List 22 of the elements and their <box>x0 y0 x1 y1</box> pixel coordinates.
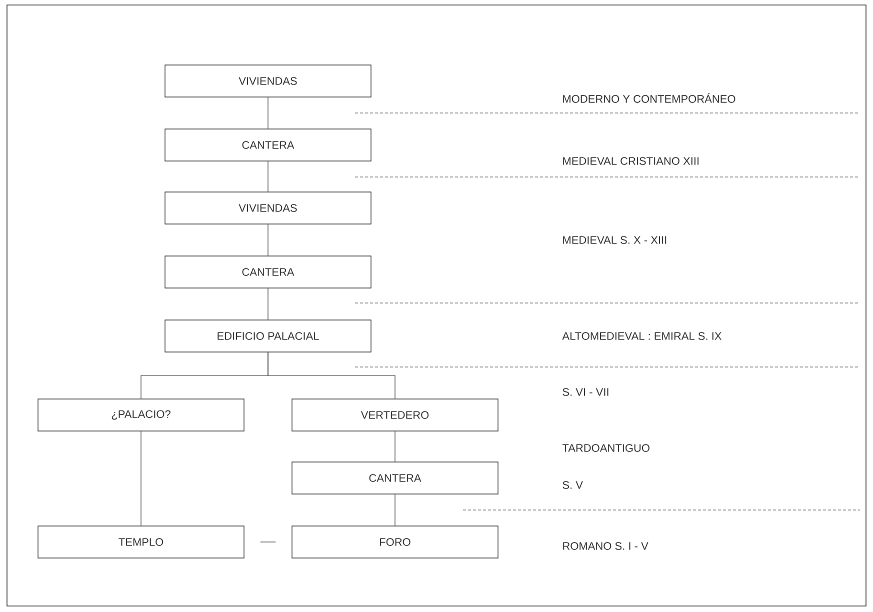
period-label: MEDIEVAL S. X - XIII <box>563 236 666 244</box>
period-label: S. VI - VII <box>562 388 608 396</box>
period-box: FORO <box>292 526 498 558</box>
period-box: VERTEDERO <box>292 398 498 432</box>
period-label: MODERNO Y CONTEMPORÁNEO <box>563 93 736 103</box>
period-label: ROMANO S. I - V <box>563 542 648 550</box>
period-label: ALTOMEDIEVAL : EMIRAL S. IX <box>562 332 722 340</box>
period-box: EDIFICIO PALACIAL <box>164 320 372 352</box>
period-box: CANTERA <box>292 462 498 494</box>
period-box: TEMPLO <box>38 526 244 558</box>
connector-line <box>394 494 396 526</box>
period-box: VIVIENDAS <box>164 192 372 224</box>
connector-line <box>140 431 142 526</box>
period-box: CANTERA <box>164 128 372 162</box>
period-box: ¿PALACIO? <box>38 398 244 432</box>
period-label: S. V <box>562 481 583 489</box>
period-box: VIVIENDAS <box>164 64 372 98</box>
period-box: CANTERA <box>164 256 372 288</box>
connector-line <box>268 352 396 399</box>
period-label: MEDIEVAL CRISTIANO XIII <box>563 157 698 165</box>
period-label: TARDOANTIGUO <box>562 444 650 452</box>
connector-line <box>394 431 396 462</box>
